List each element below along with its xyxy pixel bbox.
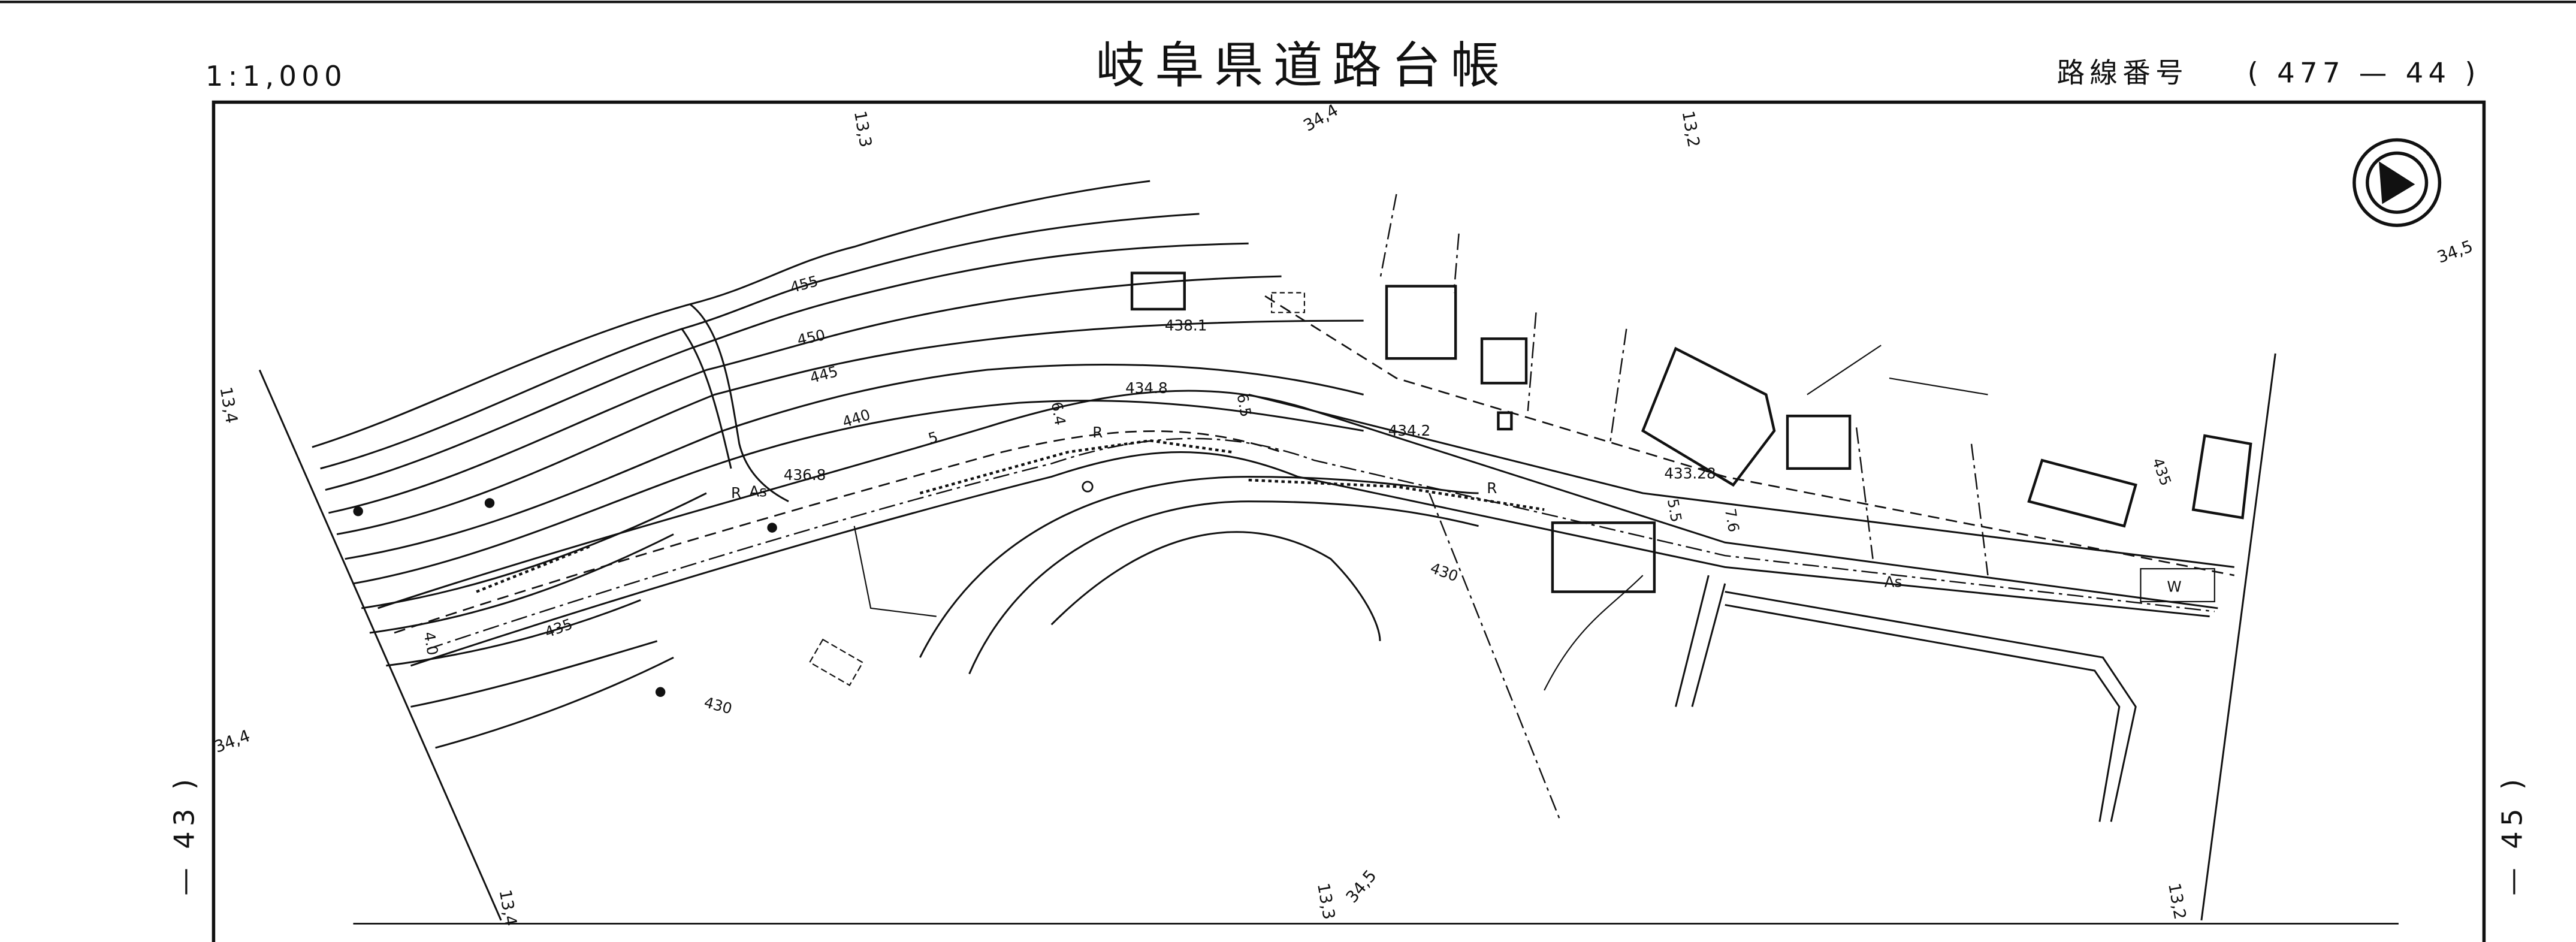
contour-lines [312, 180, 1364, 749]
building [1130, 271, 1186, 311]
side-road [853, 476, 1644, 822]
road-label: R [1487, 479, 1497, 497]
next-page-ref: — 45 ) [2496, 774, 2529, 896]
buildings [808, 194, 2252, 687]
width-label: 6.5 [1234, 393, 1255, 419]
road [378, 295, 2234, 822]
building [1786, 414, 1852, 470]
width-label: 6.4 [1048, 400, 1069, 427]
elevation-label: 438.1 [1165, 317, 1207, 334]
road-widths: 5 6.4 6.5 5.5 7.6 4.0 [420, 393, 1743, 657]
grid-label: 13,3 [1313, 881, 1338, 920]
building [2191, 434, 2252, 520]
building [1497, 411, 1513, 431]
asphalt-label: As [749, 482, 767, 500]
spot-elevations: 438.1 434.8 434.2 436.8 433.28 [784, 317, 1716, 484]
building [2140, 568, 2215, 603]
width-label: 5 [926, 428, 940, 447]
elevation-label: 434.2 [1388, 422, 1431, 439]
surface-labels: As As R R R W [731, 424, 2182, 596]
building [1551, 521, 1656, 593]
grid-label: 13,2 [2164, 881, 2189, 920]
contour-label: 435 [2149, 455, 2175, 488]
map-title: 岐阜県道路台帳 [1096, 38, 1510, 95]
water-label: W [2167, 578, 2181, 596]
elevation-label: 433.28 [1664, 464, 1716, 482]
road-label: R [731, 484, 741, 502]
map-frame [212, 100, 2486, 942]
contour-label: 430 [702, 693, 734, 717]
contour-label: 455 [789, 272, 820, 296]
scale-label: 1:1,000 [206, 60, 347, 92]
contour-label: 450 [796, 326, 827, 349]
route-number: ( 477 — 44 ) [2248, 57, 2481, 89]
grid-label: 34,4 [1300, 101, 1341, 135]
contour-label: 445 [808, 363, 839, 387]
contour-label: 435 [542, 615, 575, 641]
grid-label: 34,5 [2435, 237, 2475, 267]
contour-label: 430 [1428, 559, 1460, 585]
road-label: R [1092, 424, 1103, 441]
contour-labels: 455 450 445 440 435 430 430 435 [542, 272, 2175, 717]
grid-label: 13,2 [1678, 110, 1703, 149]
building [808, 638, 864, 687]
grid-labels: 13,3 34,4 13,2 34,5 13,4 34,4 13,4 13,3 … [212, 101, 2475, 928]
building [1270, 292, 1306, 313]
building [2027, 458, 2137, 528]
width-label: 7.6 [1722, 507, 1743, 533]
contour-label: 440 [840, 406, 872, 431]
building [1480, 337, 1528, 385]
grid-label: 13,4 [216, 385, 240, 424]
survey-points [353, 481, 1094, 697]
elevation-label: 436.8 [784, 466, 826, 484]
width-label: 5.5 [1664, 497, 1685, 524]
route-label: 路線番号 [2057, 57, 2188, 89]
grid-label: 13,3 [850, 110, 875, 149]
asphalt-label: As [1885, 573, 1902, 590]
elevation-label: 434.8 [1125, 379, 1168, 397]
north-arrow-icon [2352, 138, 2442, 227]
survey-boundary [258, 353, 2276, 921]
building [1641, 346, 1776, 487]
grid-label: 13,4 [496, 888, 520, 927]
grid-label: 34,5 [1343, 866, 1381, 907]
prev-page-ref: — 43 ) [168, 774, 201, 896]
grid-label: 34,4 [212, 727, 253, 757]
width-label: 4.0 [420, 630, 441, 657]
building [1385, 285, 1457, 360]
